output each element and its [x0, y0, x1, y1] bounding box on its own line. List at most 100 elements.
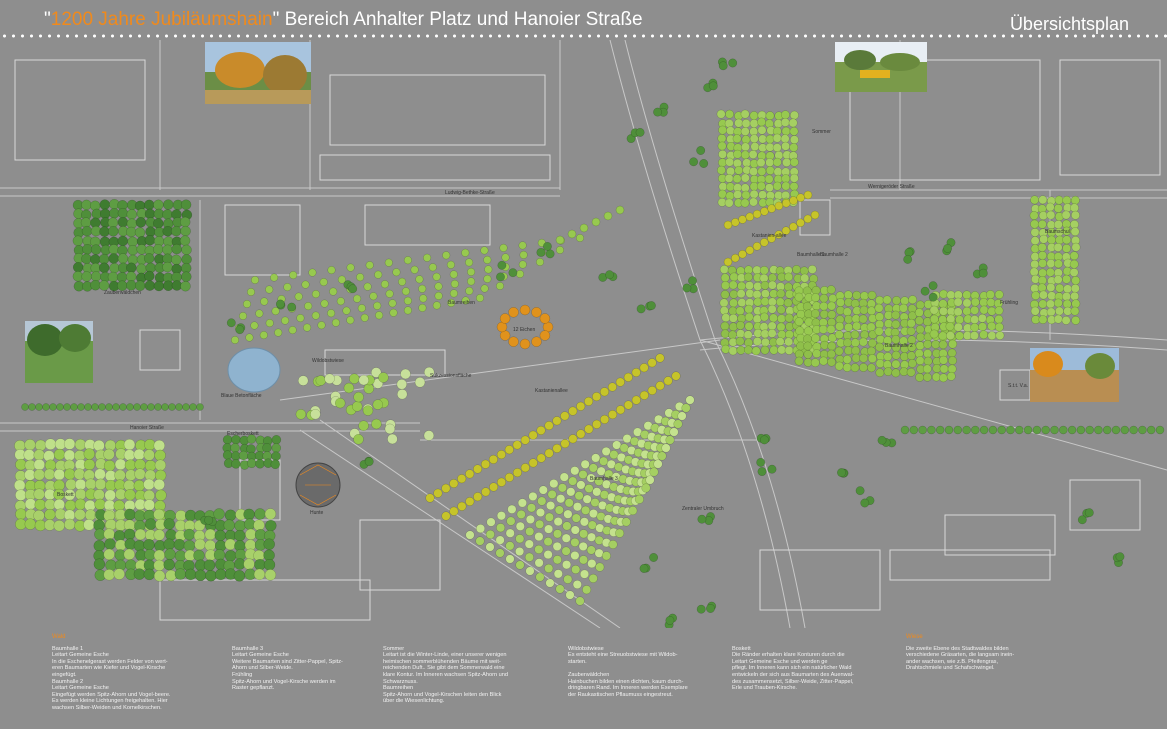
- tree-baumhalle3: [665, 435, 675, 445]
- tree-sommer: [741, 142, 750, 152]
- legend-line: Erle und Trauben-Kirsche.: [732, 685, 797, 692]
- legend-line: Spitz-Ahorn und Vogel-Kirschen leiten de…: [383, 691, 502, 698]
- tree-baumreihen: [250, 275, 260, 285]
- tree-baumhalle3: [576, 480, 586, 490]
- tree-baumschul: [1038, 315, 1048, 325]
- tree-baumschul: [1070, 227, 1080, 237]
- tree-baumhalle2: [907, 342, 917, 352]
- tree-baumhalle3: [612, 440, 622, 450]
- tree-wildobst: [353, 391, 364, 403]
- chestnut-tree: [457, 501, 467, 511]
- tree-baumreihen: [327, 309, 336, 318]
- tree-baumschul: [1046, 299, 1055, 309]
- tree-sommer: [724, 198, 734, 208]
- legend-line: eren Baumarten wie Kiefer und Vogel-Kirs…: [52, 665, 166, 672]
- tree-boskett: [133, 479, 146, 492]
- tree-baumreihen: [467, 267, 476, 276]
- tree-boskett-lower: [184, 568, 197, 581]
- tree-baumhalle2: [810, 309, 820, 319]
- tree-boskett: [74, 488, 87, 501]
- tree-baumschul: [1037, 283, 1047, 293]
- tree-row: [35, 403, 43, 411]
- tree-zauberwaeldchen: [99, 226, 110, 237]
- tree-wildobst: [370, 367, 382, 378]
- tree-fruehling: [970, 315, 980, 325]
- building-outlines: [14, 59, 1161, 621]
- tree-zauberwaeldchen: [90, 244, 102, 255]
- tree-baumhalle3: [564, 498, 574, 508]
- tree-row: [909, 425, 919, 435]
- tree-boskett: [114, 458, 127, 471]
- tree-boskett-lower: [213, 549, 226, 561]
- tree-baumhalle2: [802, 301, 812, 311]
- tree-row: [1120, 425, 1130, 435]
- tree-baumhalle2: [836, 298, 845, 307]
- tree-fruehling: [962, 298, 972, 308]
- tree-row: [49, 403, 57, 411]
- tree-baumreihen: [308, 268, 317, 277]
- legend-line: Drahtschmiele und Schafschwingel.: [906, 665, 995, 672]
- tree-baumhalle1: [759, 265, 769, 275]
- tree-baumhalle3: [552, 555, 562, 565]
- tree-boskett-lower: [234, 520, 246, 532]
- tree-scattered: [759, 435, 769, 445]
- legend-line: Sommer: [383, 645, 405, 652]
- tree-row: [1015, 425, 1024, 435]
- tree-scattered: [1115, 552, 1125, 562]
- tree-fruehling: [953, 322, 963, 332]
- chestnut-tree: [425, 493, 435, 503]
- tree-scattered: [689, 157, 699, 167]
- site-plan-map[interactable]: Ludwig-Bethke-Straße Wernigeröder Straße…: [0, 39, 1167, 630]
- tree-scattered: [497, 260, 507, 270]
- legend-line: Leitart Gemeine Esche und werden ge: [732, 658, 828, 665]
- chestnut-tree: [560, 411, 570, 421]
- tree-sommer: [740, 109, 750, 119]
- tree-baumreihen: [289, 271, 298, 280]
- tree-zauberwaeldchen: [162, 209, 173, 220]
- tree-row: [56, 403, 64, 411]
- tree-baumhalle1: [728, 280, 738, 290]
- tree-baumreihen: [331, 318, 340, 327]
- tree-baumhalle2: [915, 325, 925, 334]
- tree-baumhalle2: [859, 291, 869, 301]
- tree-baumhalle1: [729, 272, 739, 282]
- tree-row: [70, 403, 78, 411]
- tree-baumhalle2: [819, 301, 829, 311]
- tree-escherboskett: [246, 458, 257, 469]
- chestnut-tree: [731, 218, 740, 227]
- map-svg[interactable]: Ludwig-Bethke-Straße Wernigeröder Straße…: [0, 39, 1167, 630]
- tree-baumhalle3: [556, 494, 566, 504]
- tree-row: [133, 403, 141, 411]
- tree-baumreihen: [483, 255, 492, 264]
- tree-baumschul: [1029, 267, 1039, 277]
- tree-baumhalle2: [915, 356, 925, 366]
- chestnut-tree: [647, 385, 657, 396]
- oak-tree: [499, 313, 511, 324]
- tree-zauberwaeldchen: [126, 262, 137, 274]
- chestnut-tree: [663, 376, 673, 386]
- tree-boskett: [83, 448, 96, 460]
- tree-baumhalle2: [923, 356, 933, 366]
- tree-baumhalle1: [767, 321, 777, 331]
- tree-baumhalle2: [914, 316, 924, 326]
- tree-baumhalle2: [874, 326, 884, 336]
- tree-sommer: [765, 158, 775, 167]
- tree-row: [1006, 425, 1015, 435]
- tree-boskett-lower: [105, 518, 117, 531]
- tree-baumreihen: [242, 299, 252, 309]
- tree-baumhalle3: [553, 517, 563, 527]
- tree-baumschul: [1062, 243, 1072, 253]
- tree-baumhalle3: [572, 502, 583, 512]
- header: "1200 Jahre Jubiläumshain" Bereich Anhal…: [0, 0, 1167, 40]
- tree-boskett-lower: [93, 558, 106, 570]
- tree-baumreihen: [301, 280, 310, 289]
- tree-baumhalle2: [827, 357, 836, 367]
- legend-line: Baumreihen: [383, 685, 414, 692]
- tree-sommer: [733, 149, 742, 159]
- tree-scattered: [943, 243, 953, 253]
- tree-row: [935, 425, 945, 435]
- tree-wildobst: [351, 401, 363, 412]
- tree-scattered: [928, 281, 938, 291]
- tree-baumhalle2: [948, 356, 957, 366]
